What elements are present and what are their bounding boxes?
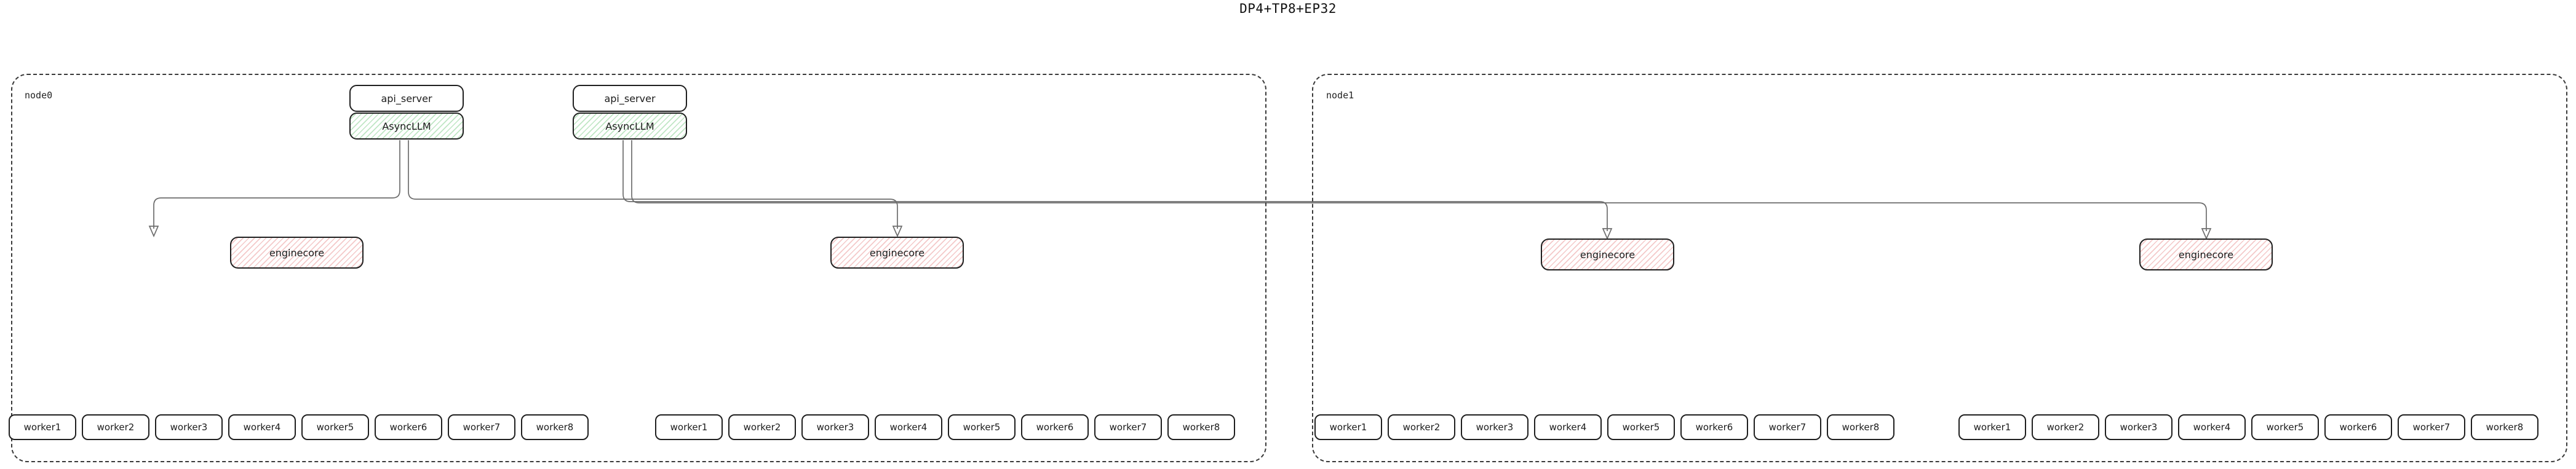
worker-box[interactable]: worker7 xyxy=(448,414,515,440)
api-server-box[interactable]: api_server xyxy=(573,85,687,112)
worker-box[interactable]: worker2 xyxy=(1388,414,1455,440)
worker-box[interactable]: worker3 xyxy=(1461,414,1529,440)
worker-box[interactable]: worker4 xyxy=(2178,414,2246,440)
worker-box[interactable]: worker8 xyxy=(2471,414,2538,440)
worker-box[interactable]: worker4 xyxy=(228,414,296,440)
worker-box[interactable]: worker4 xyxy=(875,414,942,440)
worker-box[interactable]: worker6 xyxy=(1680,414,1748,440)
node-container-node1 xyxy=(1312,74,2567,462)
enginecore-box[interactable]: enginecore xyxy=(2139,238,2273,270)
enginecore-box[interactable]: enginecore xyxy=(230,237,364,269)
worker-box[interactable]: worker2 xyxy=(82,414,149,440)
worker-box[interactable]: worker4 xyxy=(1534,414,1602,440)
worker-box[interactable]: worker8 xyxy=(1167,414,1235,440)
worker-box[interactable]: worker6 xyxy=(375,414,442,440)
worker-box[interactable]: worker5 xyxy=(301,414,369,440)
node-label-node1: node1 xyxy=(1326,90,1354,101)
worker-box[interactable]: worker3 xyxy=(155,414,223,440)
worker-box[interactable]: worker5 xyxy=(2251,414,2319,440)
enginecore-box[interactable]: enginecore xyxy=(830,237,964,269)
worker-box[interactable]: worker6 xyxy=(1021,414,1089,440)
worker-box[interactable]: worker7 xyxy=(1754,414,1821,440)
worker-box[interactable]: worker5 xyxy=(1607,414,1675,440)
worker-box[interactable]: worker7 xyxy=(2398,414,2465,440)
enginecore-box[interactable]: enginecore xyxy=(1541,238,1674,270)
node-label-node0: node0 xyxy=(25,90,53,101)
page-title: DP4+TP8+EP32 xyxy=(1239,1,1337,16)
node-container-node0 xyxy=(11,74,1266,462)
worker-box[interactable]: worker1 xyxy=(9,414,76,440)
worker-box[interactable]: worker3 xyxy=(2105,414,2173,440)
worker-box[interactable]: worker7 xyxy=(1094,414,1162,440)
async-llm-box[interactable]: AsyncLLM xyxy=(349,112,464,140)
worker-box[interactable]: worker8 xyxy=(1827,414,1894,440)
worker-box[interactable]: worker8 xyxy=(521,414,589,440)
worker-box[interactable]: worker1 xyxy=(1314,414,1382,440)
api-server-box[interactable]: api_server xyxy=(349,85,464,112)
worker-box[interactable]: worker2 xyxy=(728,414,796,440)
worker-box[interactable]: worker2 xyxy=(2032,414,2099,440)
worker-box[interactable]: worker6 xyxy=(2324,414,2392,440)
worker-box[interactable]: worker3 xyxy=(801,414,869,440)
worker-box[interactable]: worker5 xyxy=(948,414,1016,440)
worker-box[interactable]: worker1 xyxy=(1958,414,2026,440)
async-llm-box[interactable]: AsyncLLM xyxy=(573,112,687,140)
worker-box[interactable]: worker1 xyxy=(655,414,723,440)
